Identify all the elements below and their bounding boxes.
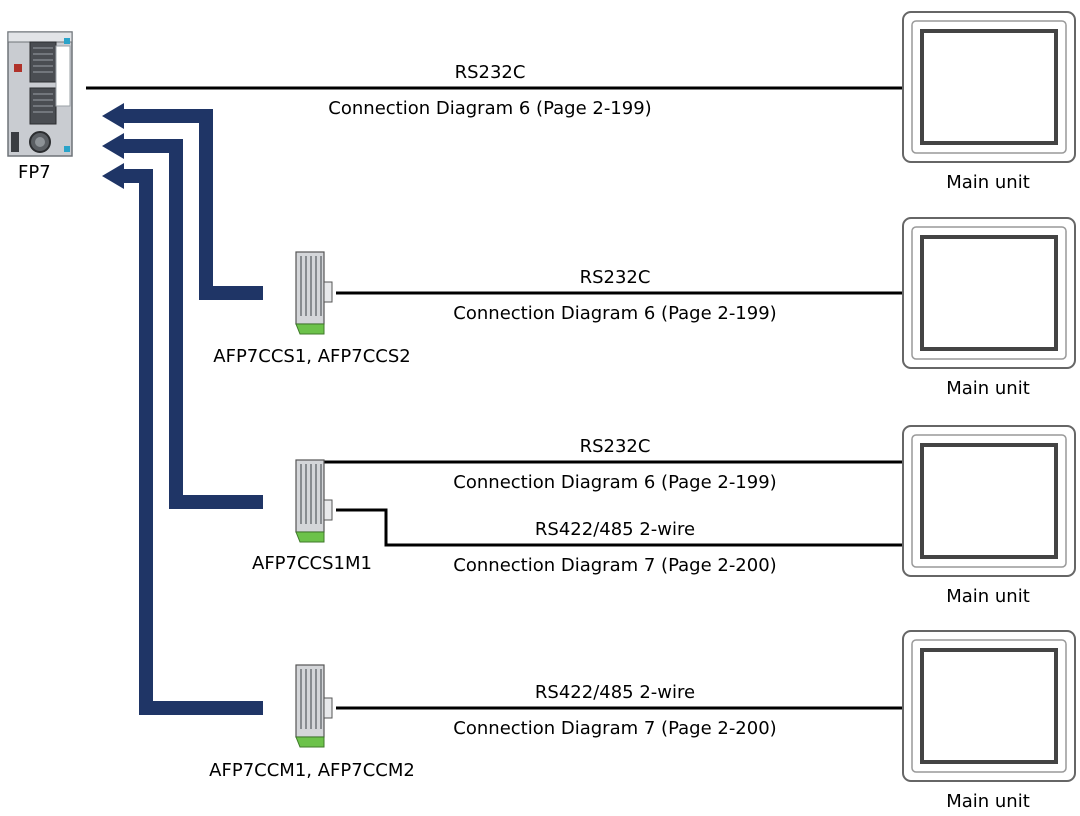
main-unit-4-device (902, 630, 1076, 782)
fp7-label: FP7 (18, 162, 51, 183)
link-1-protocol: RS232C (454, 62, 526, 83)
main-unit-2-device (902, 217, 1076, 369)
link-5-diagram: Connection Diagram 7 (Page 2-200) (453, 718, 777, 739)
arrow-head-3 (102, 163, 124, 189)
link-5-protocol: RS422/485 2-wire (534, 682, 696, 703)
arrow-head-1 (102, 103, 124, 129)
cassette-1-label: AFP7CCS1, AFP7CCS2 (213, 346, 411, 367)
cable-lines (86, 86, 902, 710)
main-unit-4-label: Main unit (946, 791, 1030, 812)
arrow-path-cassette-2 (120, 139, 263, 509)
link-3-diagram: Connection Diagram 6 (Page 2-199) (453, 472, 777, 493)
link-4-protocol: RS422/485 2-wire (534, 519, 696, 540)
main-unit-3-label: Main unit (946, 586, 1030, 607)
arrow-path-cassette-3 (120, 169, 263, 715)
cassette-1 (295, 251, 333, 335)
arrow-head-2 (102, 133, 124, 159)
link-2-diagram: Connection Diagram 6 (Page 2-199) (453, 303, 777, 324)
cassette-2-label: AFP7CCS1M1 (252, 553, 372, 574)
link-4-diagram: Connection Diagram 7 (Page 2-200) (453, 555, 777, 576)
cassette-3 (295, 664, 333, 748)
cable-cassette-2-rs422 (336, 508, 902, 547)
fp7-plc-device (7, 31, 73, 157)
cassette-2 (295, 459, 333, 543)
main-unit-1-device (902, 11, 1076, 163)
arrow-heads (102, 103, 124, 189)
main-unit-2-label: Main unit (946, 378, 1030, 399)
link-2-protocol: RS232C (579, 267, 651, 288)
arrow-path-cassette-1 (120, 109, 263, 300)
main-unit-1-label: Main unit (946, 172, 1030, 193)
cassette-3-label: AFP7CCM1, AFP7CCM2 (209, 760, 415, 781)
main-unit-3-device (902, 425, 1076, 577)
link-3-protocol: RS232C (579, 436, 651, 457)
routing-arrows (120, 109, 263, 715)
link-1-diagram: Connection Diagram 6 (Page 2-199) (328, 98, 652, 119)
